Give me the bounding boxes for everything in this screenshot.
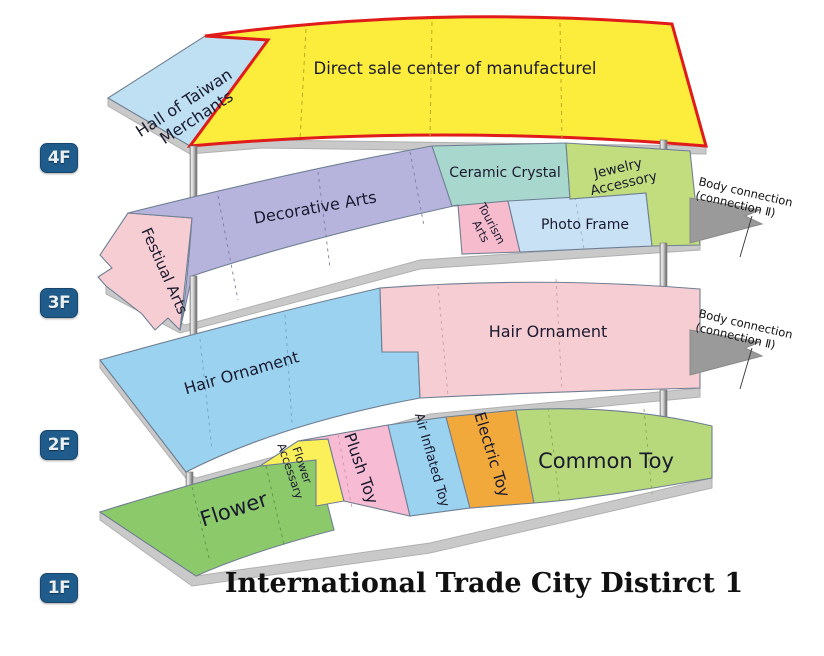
floor-3f-group: Festiual Arts Decorative Arts Ceramic Cr…: [97, 142, 701, 334]
unit-divider: [574, 196, 585, 250]
zone-plush-toy[interactable]: [297, 424, 411, 517]
page-title: International Trade City Distirct 1: [225, 568, 743, 599]
unit-divider: [199, 338, 213, 451]
unit-divider: [317, 171, 331, 269]
floor-1f-group: Flower Flower Accessary Plush Toy Air In…: [98, 407, 713, 587]
floor-badge-3f[interactable]: 3F: [40, 288, 78, 318]
zone-label-photo-frame: Photo Frame: [541, 217, 629, 233]
zone-tourism-arts[interactable]: [451, 200, 521, 255]
unit-divider: [284, 314, 293, 425]
floor-badge-2f[interactable]: 2F: [40, 430, 78, 460]
zone-label-jewelry-accessory: Jewelry Accessory: [585, 153, 658, 199]
annotation-body-connection-lower: Body connection (connection Ⅱ): [689, 306, 794, 390]
floor-1f-edge: [99, 477, 713, 587]
unit-divider: [555, 278, 563, 393]
zone-label-hair-ornament-east: Hair Ornament: [489, 322, 608, 341]
unit-divider: [559, 22, 563, 139]
zone-jewelry-accessory[interactable]: [565, 142, 701, 247]
unit-divider: [409, 151, 425, 227]
unit-divider: [437, 285, 449, 397]
unit-divider: [429, 21, 433, 137]
unit-divider: [337, 434, 353, 509]
floor-badge-4f[interactable]: 4F: [40, 143, 78, 173]
zone-hair-ornament-east[interactable]: [379, 281, 701, 399]
body-connection-arrow-upper: [689, 197, 764, 244]
floor-4f-group: Hall of Taiwan Merchants Direct sale cen…: [106, 15, 709, 155]
zone-direct-sale-center[interactable]: [186, 15, 709, 148]
unit-divider: [643, 408, 653, 495]
zone-decorative-arts[interactable]: [127, 145, 459, 331]
zone-label-direct-sale-center: Direct sale center of manufacturel: [314, 59, 597, 78]
leader-line: [739, 215, 753, 258]
annotation-body-connection-upper: Body connection (connection Ⅱ): [689, 174, 794, 258]
zone-label-common-toy: Common Toy: [538, 449, 674, 473]
zone-common-toy[interactable]: [515, 408, 713, 504]
unit-divider: [299, 28, 307, 141]
unit-divider: [547, 407, 561, 504]
leader-line: [739, 347, 753, 390]
body-connection-arrow-lower: [689, 329, 764, 376]
zone-label-ceramic-crystal: Ceramic Crystal: [449, 165, 560, 181]
floor-badge-1f[interactable]: 1F: [40, 573, 78, 603]
unit-divider: [191, 486, 211, 563]
